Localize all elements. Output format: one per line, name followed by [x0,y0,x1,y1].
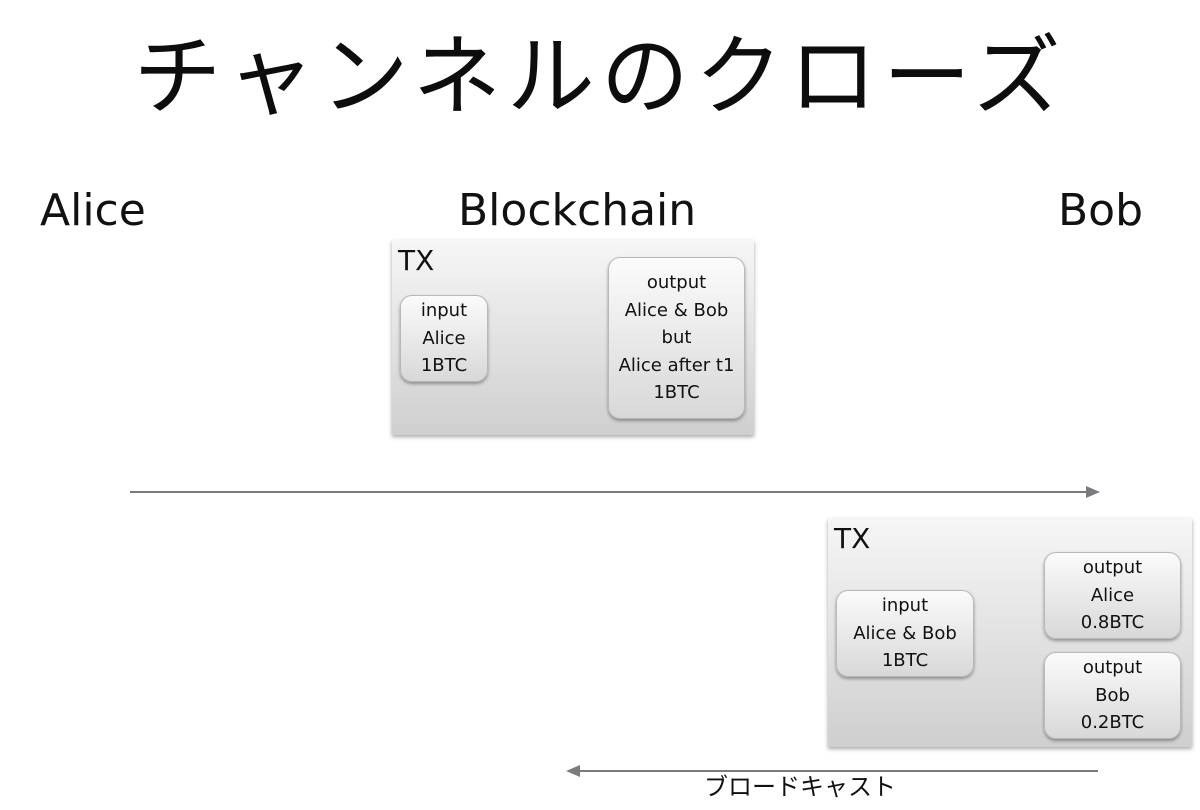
input-line: input [881,595,929,617]
actor-bob-label: Bob [1058,185,1144,236]
output-line: Alice & Bob [624,299,729,321]
input-line: Alice [422,327,466,349]
input-line: input [420,300,468,322]
output-line: output [1082,657,1143,679]
output-line: output [646,272,707,294]
page-title: チャンネルのクローズ [133,25,1067,128]
output-line: output [1082,557,1143,579]
output-line: but [661,327,692,349]
closing-transaction: TX input Alice & Bob 1BTC output Alice 0… [828,518,1192,747]
tx-output-bob-box: output Bob 0.2BTC [1044,652,1181,739]
output-line: 0.8BTC [1080,612,1145,634]
input-line: 1BTC [881,650,929,672]
output-line: 0.2BTC [1080,712,1145,734]
output-line: Bob [1095,684,1130,706]
actor-alice-label: Alice [40,185,146,236]
output-line: Alice [1090,584,1135,606]
tx-input-box: input Alice & Bob 1BTC [836,590,974,677]
tx-input-box: input Alice 1BTC [400,295,488,382]
input-line: Alice & Bob [853,622,957,644]
alice-to-bob-arrow [130,486,1100,498]
tx-output-box: output Alice & Bob but Alice after t1 1B… [608,257,745,419]
tx-output-alice-box: output Alice 0.8BTC [1044,552,1181,639]
output-line: Alice after t1 [618,354,735,376]
actor-blockchain-label: Blockchain [458,185,697,236]
tx-label: TX [834,522,871,555]
input-line: 1BTC [420,355,468,377]
funding-transaction: TX input Alice 1BTC output Alice & Bob b… [392,240,754,435]
broadcast-label: ブロードキャスト [704,773,896,801]
tx-label: TX [398,244,435,277]
output-line: 1BTC [653,382,700,404]
